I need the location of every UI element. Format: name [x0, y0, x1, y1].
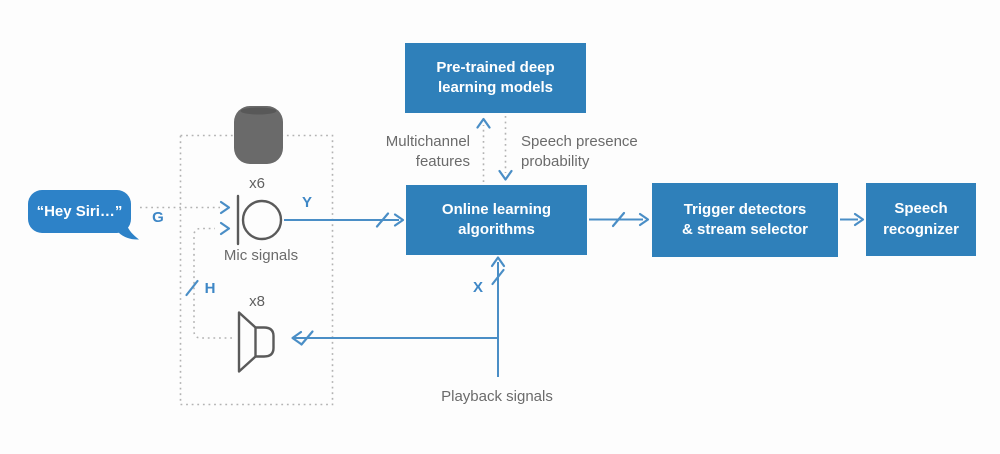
label-multichannel-features: Multichannel features [385, 133, 470, 170]
arrow-playback-to-speaker [291, 330, 498, 346]
label-signal-y: Y [301, 194, 312, 211]
arrow-voice-to-mic [140, 200, 231, 215]
node-online-learning: Online learning algorithms [406, 185, 587, 255]
node-pretrained-models: Pre-trained deep learning models [405, 43, 586, 113]
label-signal-h: H [204, 280, 216, 297]
arrow-online-to-pretrained [476, 117, 491, 182]
arrow-trigger-to-recognizer [840, 212, 865, 227]
label-signal-g: G [152, 209, 164, 226]
node-speech-recognizer: Speech recognizer [866, 183, 976, 256]
loudspeaker-icon [237, 311, 275, 373]
microphone-icon [236, 194, 283, 246]
label-speaker-count: x8 [249, 293, 265, 310]
label-speech-presence-probability: Speech presence probability [521, 133, 638, 170]
multichannel-slash-out [611, 211, 626, 228]
multichannel-slash-x [491, 268, 505, 286]
multichannel-slash-playback [300, 330, 314, 346]
arrow-playback-to-online [490, 256, 506, 377]
arrow-pretrained-to-online [498, 116, 513, 181]
label-mic-signals: Mic signals [223, 247, 299, 264]
multichannel-slash-h [185, 279, 199, 297]
arrow-online-to-trigger [589, 211, 650, 228]
multichannel-slash-y [375, 212, 390, 228]
label-playback-signals: Playback signals [441, 388, 553, 405]
label-signal-x: X [472, 279, 483, 296]
label-mic-count: x6 [249, 175, 265, 192]
hey-siri-speech-bubble: “Hey Siri…” [28, 190, 131, 233]
homepod-icon [234, 106, 283, 164]
device-dotted-enclosure [179, 134, 334, 406]
node-trigger-detectors: Trigger detectors & stream selector [652, 183, 838, 257]
arrow-mic-to-online [284, 212, 405, 228]
arrow-echo-speaker-to-mic [185, 221, 232, 339]
